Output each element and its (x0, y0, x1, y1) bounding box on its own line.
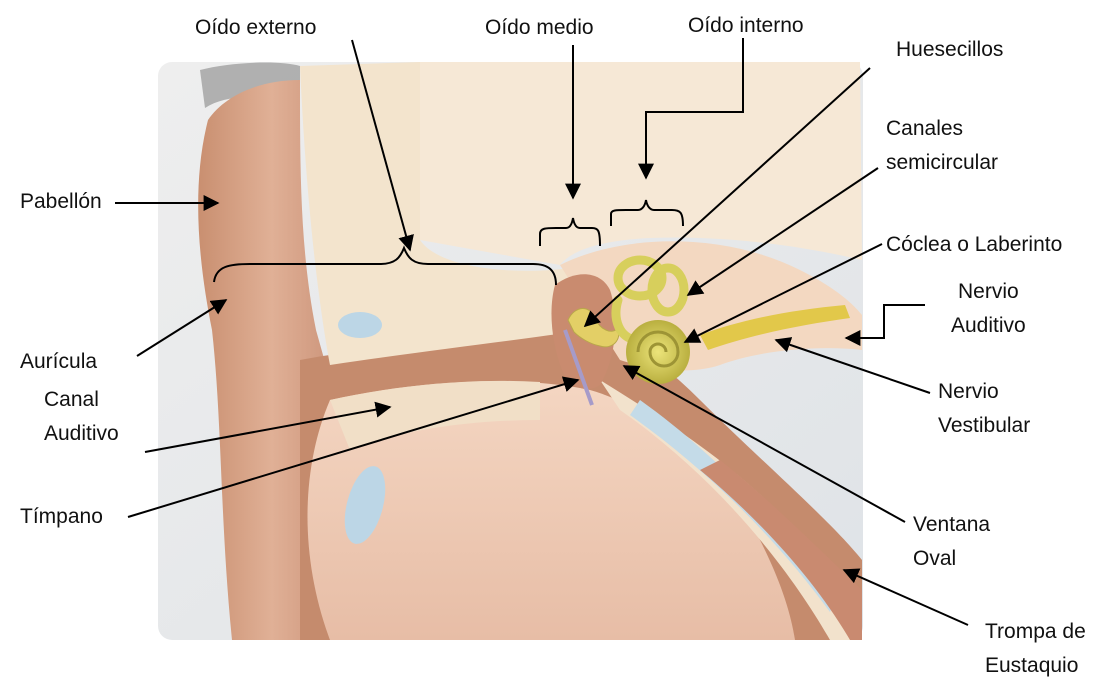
label-nervio-vestibular-line1: Nervio (938, 375, 1030, 409)
label-canal-auditivo: Canal Auditivo (44, 383, 119, 451)
label-ventana-oval: Ventana Oval (913, 508, 990, 576)
label-trompa-line2: Eustaquio (985, 649, 1086, 683)
label-pabellon: Pabellón (20, 189, 102, 214)
label-oido-externo: Oído externo (195, 15, 316, 40)
label-nervio-vestibular: Nervio Vestibular (938, 375, 1030, 443)
label-canales-line2: semicircular (886, 146, 998, 180)
label-timpano: Tímpano (20, 504, 103, 529)
label-coclea: Cóclea o Laberinto (886, 232, 1062, 257)
label-trompa-eustaquio: Trompa de Eustaquio (985, 615, 1086, 683)
label-huesecillos: Huesecillos (896, 37, 1003, 62)
label-nervio-vestibular-line2: Vestibular (938, 409, 1030, 443)
label-nervio-auditivo-line1: Nervio (951, 275, 1026, 309)
label-auricula: Aurícula (20, 349, 97, 374)
label-canal-line1: Canal (44, 383, 119, 417)
label-nervio-auditivo-line2: Auditivo (951, 309, 1026, 343)
label-ventana-line2: Oval (913, 542, 990, 576)
label-oido-medio: Oído medio (485, 15, 594, 40)
cartilage-fluid-upper (338, 312, 382, 338)
label-canales-line1: Canales (886, 112, 998, 146)
temporal-bone-upper (420, 62, 862, 265)
label-trompa-line1: Trompa de (985, 615, 1086, 649)
label-nervio-auditivo: Nervio Auditivo (951, 275, 1026, 343)
label-oido-interno: Oído interno (688, 13, 804, 38)
cochlea (626, 320, 690, 384)
label-canales-semicircular: Canales semicircular (886, 112, 998, 180)
label-canal-line2: Auditivo (44, 417, 119, 451)
label-ventana-line1: Ventana (913, 508, 990, 542)
